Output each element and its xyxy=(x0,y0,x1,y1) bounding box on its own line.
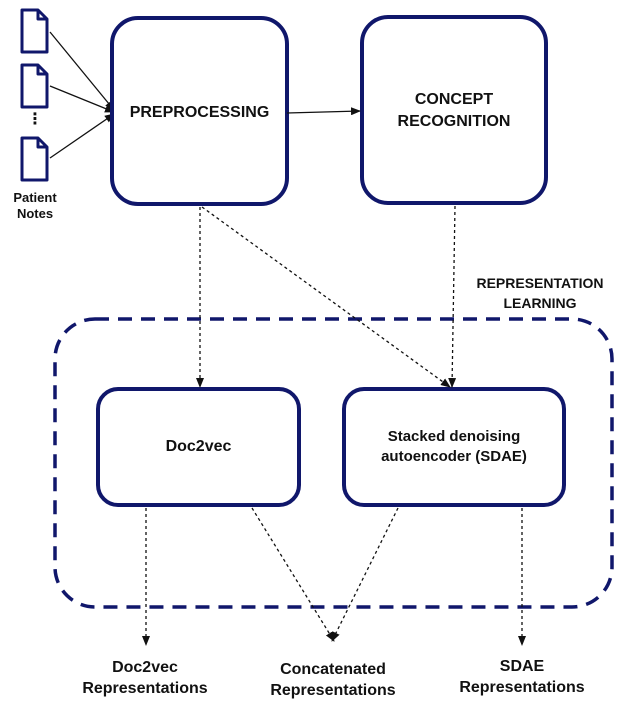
sdae-to-concatenated-arrow xyxy=(331,507,399,642)
document-icon xyxy=(20,136,49,182)
preprocessing-to-sdae-arrow xyxy=(201,206,451,388)
concatenated-representations-label: Concatenated Representations xyxy=(270,661,396,699)
note-arrow xyxy=(49,85,115,113)
concept-recognition-box xyxy=(360,15,548,205)
note-arrow xyxy=(49,113,115,159)
concept-recognition-label: CONCEPT RECOGNITION xyxy=(397,91,511,130)
doc2vec-representations-label: Doc2vec Representations xyxy=(82,659,208,697)
doc2vec-box xyxy=(96,387,301,507)
preprocessing-to-concept-arrow xyxy=(286,107,361,116)
doc2vec-to-concatenated-arrow xyxy=(251,507,335,642)
ellipsis-mark: ⋮ xyxy=(27,111,43,128)
document-icon xyxy=(20,8,49,54)
document-icon xyxy=(20,63,49,109)
concept-to-sdae-arrow xyxy=(448,205,457,388)
representation-learning-label: REPRESENTATION LEARNING xyxy=(476,275,604,312)
preprocessing-box xyxy=(110,16,289,206)
sdae-label: Stacked denoising autoencoder (SDAE) xyxy=(381,428,527,466)
doc2vec-label: Doc2vec xyxy=(165,438,232,455)
representation-learning-group xyxy=(53,317,614,609)
sdae-representations-label: SDAE Representations xyxy=(459,658,585,696)
note-arrow xyxy=(49,31,115,111)
preprocessing-label: PREPROCESSING xyxy=(129,104,270,121)
patient-notes-label: Patient Notes xyxy=(13,190,57,222)
sdae-box xyxy=(342,387,566,507)
